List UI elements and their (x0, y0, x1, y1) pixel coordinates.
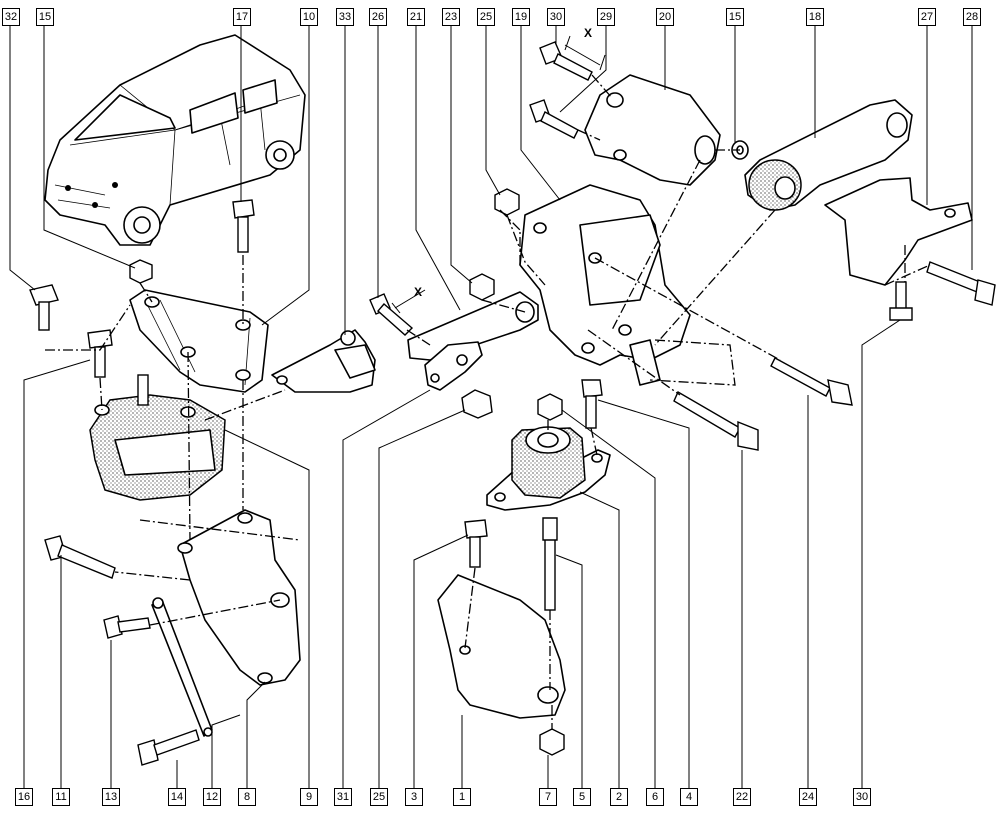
label-18: 18 (806, 8, 824, 26)
link-rod-21 (407, 291, 539, 361)
plate-31 (424, 341, 483, 391)
dimension-x-mid (391, 289, 426, 314)
label-3: 3 (405, 788, 423, 806)
label-31: 31 (334, 788, 352, 806)
label-5: 5 (573, 788, 591, 806)
leader-lines (9, 26, 973, 788)
bracket-27 (824, 177, 973, 286)
label-23: 23 (442, 8, 460, 26)
bolt-30-lower (889, 281, 913, 321)
label-1: 1 (453, 788, 471, 806)
label-28: 28 (963, 8, 981, 26)
bolt-13 (103, 615, 151, 639)
label-15-left: 15 (36, 8, 54, 26)
label-30-top: 30 (547, 8, 565, 26)
label-16: 16 (15, 788, 33, 806)
long-bolt-24 (770, 357, 853, 406)
label-14: 14 (168, 788, 186, 806)
bolt-29 (529, 99, 579, 139)
label-15-right: 15 (726, 8, 744, 26)
dimension-x-mid-label: X (414, 285, 423, 299)
label-9: 9 (300, 788, 318, 806)
label-26: 26 (369, 8, 387, 26)
bolt-16 (87, 329, 113, 378)
label-12: 12 (203, 788, 221, 806)
nut-15-left (129, 259, 153, 284)
dimension-x-top (564, 35, 606, 71)
left-mount-bracket-10 (129, 289, 269, 393)
label-32: 32 (2, 8, 20, 26)
label-17: 17 (233, 8, 251, 26)
left-support-bracket-8 (177, 509, 301, 686)
rubber-mount-2 (486, 426, 611, 511)
label-10: 10 (300, 8, 318, 26)
nut-7 (539, 728, 565, 756)
bolt-17 (232, 199, 255, 253)
label-20: 20 (656, 8, 674, 26)
label-21: 21 (407, 8, 425, 26)
nut-25-upper (494, 188, 520, 216)
label-25-top: 25 (477, 8, 495, 26)
nut-23 (469, 273, 495, 301)
label-4: 4 (680, 788, 698, 806)
left-engine-mount-pad-9 (89, 374, 226, 501)
label-27: 27 (918, 8, 936, 26)
nut-25-lower (461, 389, 493, 419)
torque-rod-12 (151, 597, 213, 737)
bracket-33 (271, 329, 376, 393)
bolt-28 (926, 261, 996, 306)
label-8: 8 (238, 788, 256, 806)
assembly-center-lines (45, 74, 931, 730)
label-22: 22 (733, 788, 751, 806)
stud-5 (542, 517, 558, 611)
label-13: 13 (102, 788, 120, 806)
bolt-30-upper (539, 41, 593, 81)
bolt-32 (29, 284, 59, 331)
bolt-4 (581, 379, 603, 429)
label-25-bottom: 25 (370, 788, 388, 806)
gearbox-bracket-19 (519, 184, 691, 386)
washer-15-right (731, 140, 749, 160)
bracket-20 (584, 74, 721, 186)
vehicle-illustration (44, 34, 306, 246)
torque-arm-18 (744, 99, 913, 211)
long-bolt-11 (44, 535, 116, 579)
dimension-x-top-label: X (584, 26, 593, 40)
label-7: 7 (539, 788, 557, 806)
bolt-14 (137, 729, 200, 766)
label-19: 19 (512, 8, 530, 26)
long-bolt-22 (673, 391, 759, 451)
bolt-26 (369, 293, 414, 336)
label-6: 6 (646, 788, 664, 806)
label-11: 11 (52, 788, 70, 806)
label-33: 33 (336, 8, 354, 26)
nut-6 (537, 393, 563, 421)
label-24: 24 (799, 788, 817, 806)
label-2: 2 (610, 788, 628, 806)
bolt-3 (464, 519, 488, 568)
label-30-bottom: 30 (853, 788, 871, 806)
label-29: 29 (597, 8, 615, 26)
